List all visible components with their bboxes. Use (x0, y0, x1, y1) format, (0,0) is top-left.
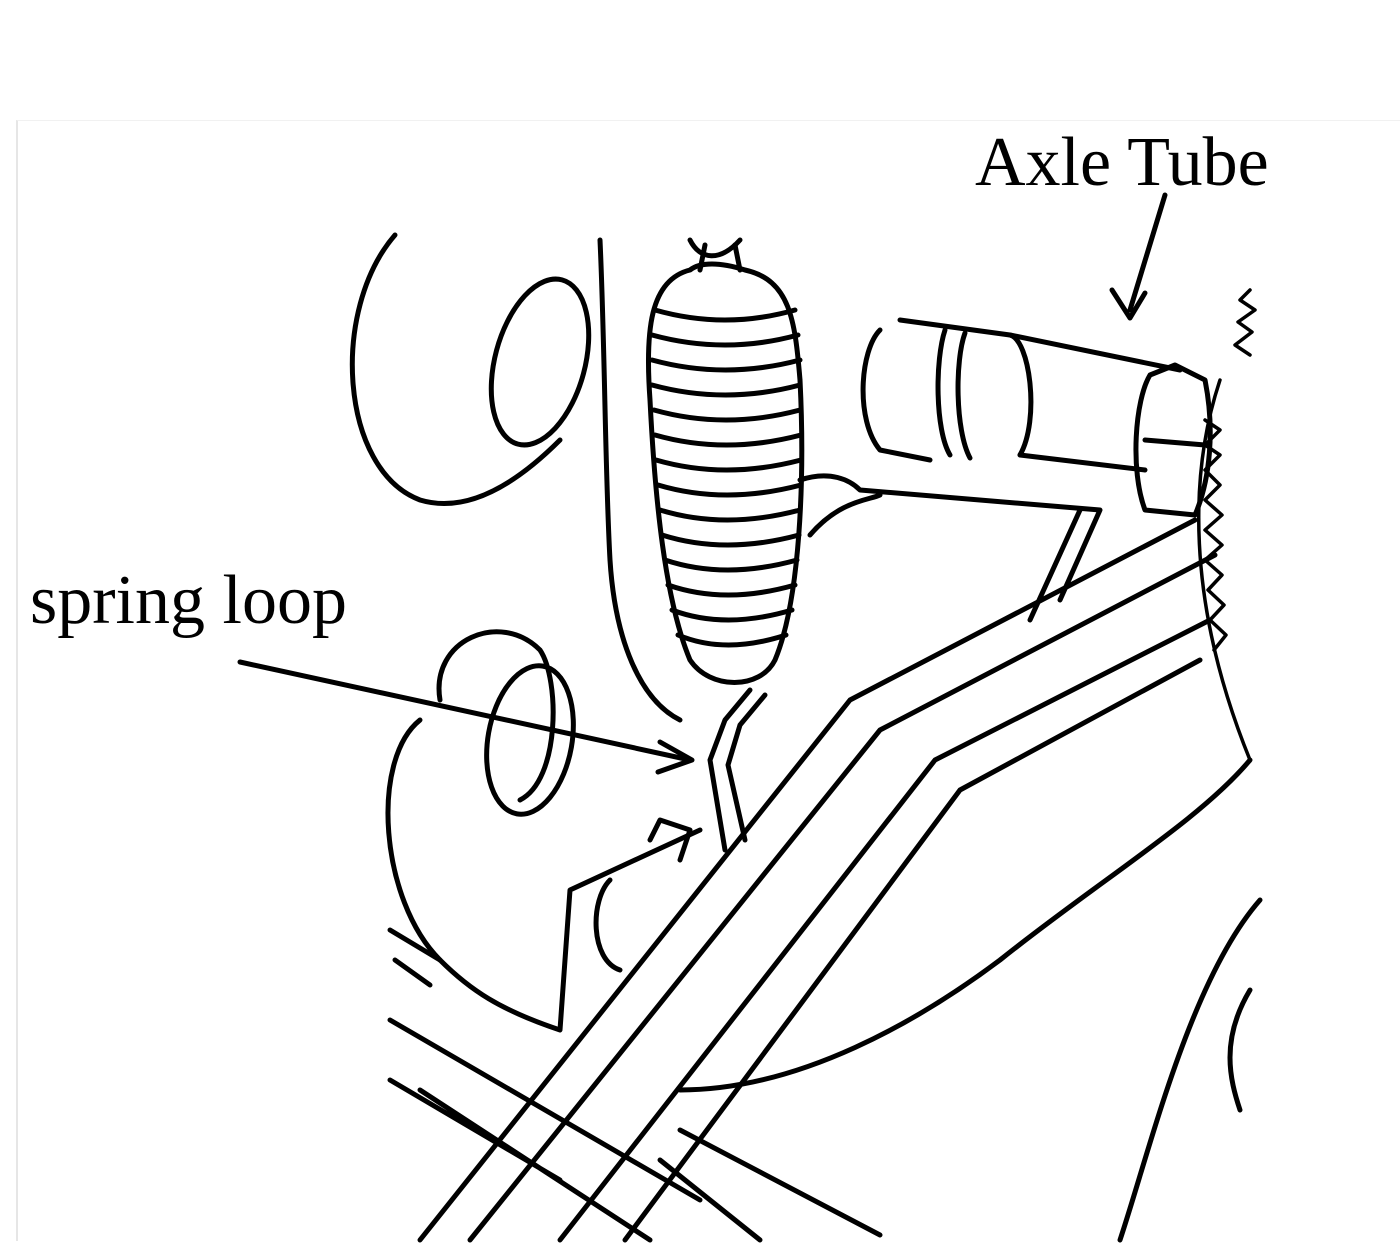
lower-left-tab (387, 927, 443, 988)
axle-tube-arrowhead (1109, 287, 1148, 321)
spring-loop-label: spring loop (30, 562, 347, 639)
post-left-edge (597, 237, 683, 723)
lower-right-curve-2 (1227, 987, 1253, 1113)
spring-hook (707, 687, 768, 853)
toothed-rim (1197, 288, 1257, 762)
axle-tube-leader (1127, 192, 1168, 313)
lower-housing (677, 757, 1253, 1093)
axle-tube (860, 317, 1213, 518)
base-frame (387, 1017, 883, 1243)
link-rod (797, 473, 1103, 623)
toothed-edge (1203, 418, 1228, 652)
spring-loop-arrowhead (655, 739, 695, 775)
image-frame (16, 120, 1400, 1241)
left-housing-outline (349, 232, 563, 506)
lever-bar (417, 517, 1218, 1243)
spring-loop-leader (237, 659, 693, 763)
left-hole (488, 276, 592, 448)
coil-spring (645, 242, 805, 685)
lower-right-curve (1117, 897, 1263, 1243)
axle-tube-label: Axle Tube (975, 124, 1269, 201)
post-right-edge (687, 237, 743, 259)
spring-loop-bracket (385, 629, 703, 1033)
